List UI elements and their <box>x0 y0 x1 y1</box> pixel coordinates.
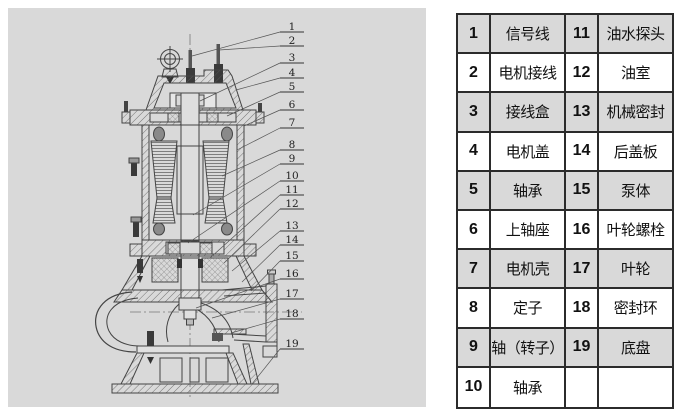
table-row: 5 轴承 15 泵体 <box>458 171 672 211</box>
part-number-cell: 19 <box>566 328 599 366</box>
callout-number-5: 5 <box>289 81 296 93</box>
part-number-cell: 17 <box>566 250 599 288</box>
part-name-cell: 底盘 <box>620 339 651 357</box>
part-name-cell: 叶轮 <box>620 261 651 279</box>
table-row: 9 轴（转子） 19 底盘 <box>458 328 672 368</box>
part-number-cell: 13 <box>566 93 599 131</box>
table-row: 10 轴承 <box>458 367 672 407</box>
part-name-cell: 电机盖 <box>491 132 566 170</box>
part-name-cell <box>599 368 672 407</box>
part-number-cell: 10 <box>458 367 491 407</box>
table-row: 6 上轴座 16 叶轮螺栓 <box>458 211 672 251</box>
part-number-cell: 9 <box>458 328 491 366</box>
part-number-cell: 6 <box>458 211 491 249</box>
part-number-cell: 12 <box>566 54 599 92</box>
callout-number-10: 10 <box>285 170 298 182</box>
part-name-cell: 电机接线 <box>491 54 566 92</box>
shaft-rotor <box>176 92 204 306</box>
parts-table: 1 信号线 11 油水探头 2 电机接线 12 油室 3 接线盒 13 机械密封… <box>456 13 674 409</box>
part-number-cell: 2 <box>458 54 491 92</box>
part-name-cell: 轴（转子） <box>491 328 566 366</box>
part-number-cell: 8 <box>458 289 491 327</box>
part-number-cell: 14 <box>566 132 599 170</box>
part-name-cell: 油室 <box>620 65 651 83</box>
seal-ring <box>213 328 247 335</box>
part-number-cell: 5 <box>458 171 491 209</box>
base-stand <box>111 331 279 394</box>
part-number-cell: 18 <box>566 289 599 327</box>
part-number-cell: 11 <box>566 15 599 53</box>
table-row: 7 电机壳 17 叶轮 <box>458 250 672 290</box>
part-number-cell <box>566 367 599 407</box>
callout-number-11: 11 <box>285 184 298 196</box>
part-name-cell: 轴承 <box>491 171 566 209</box>
callout-number-4: 4 <box>289 67 296 79</box>
callout-number-17: 17 <box>285 288 298 300</box>
callout-number-2: 2 <box>289 35 296 47</box>
table-row: 8 定子 18 密封环 <box>458 289 672 329</box>
callout-number-6: 6 <box>289 99 296 111</box>
part-name-cell: 接线盒 <box>491 93 566 131</box>
callout-number-18: 18 <box>285 308 298 320</box>
part-name-cell: 上轴座 <box>491 211 566 249</box>
callout-number-3: 3 <box>289 52 296 64</box>
callout-number-13: 13 <box>285 220 298 232</box>
part-name-cell: 信号线 <box>491 15 566 53</box>
part-name-cell: 泵体 <box>620 182 651 200</box>
table-row: 4 电机盖 14 后盖板 <box>458 132 672 172</box>
callout-number-7: 7 <box>289 117 296 129</box>
lower-bearing-seat <box>128 157 257 257</box>
callout-number-1: 1 <box>289 21 296 33</box>
part-name-cell: 定子 <box>491 289 566 327</box>
part-name-cell: 轴承 <box>491 367 566 407</box>
callout-number-14: 14 <box>285 234 299 246</box>
part-number-cell: 3 <box>458 93 491 131</box>
callout-number-12: 12 <box>285 198 298 210</box>
part-number-cell: 7 <box>458 250 491 288</box>
part-number-cell: 1 <box>458 15 491 53</box>
table-row: 1 信号线 11 油水探头 <box>458 15 672 55</box>
part-name-cell: 油水探头 <box>606 26 665 44</box>
callout-number-15: 15 <box>285 250 298 262</box>
stator-windings <box>150 126 233 236</box>
part-number-cell: 15 <box>566 171 599 209</box>
table-row: 3 接线盒 13 机械密封 <box>458 93 672 133</box>
part-name-cell: 密封环 <box>613 300 658 318</box>
callout-number-19: 19 <box>285 338 298 350</box>
part-name-cell: 电机壳 <box>491 250 566 288</box>
part-name-cell: 后盖板 <box>613 143 658 161</box>
callout-number-8: 8 <box>289 139 296 151</box>
callout-number-9: 9 <box>289 153 296 165</box>
part-name-cell: 机械密封 <box>606 104 665 122</box>
part-name-cell: 叶轮螺栓 <box>606 222 665 240</box>
impeller-and-bolt <box>165 297 202 343</box>
part-number-cell: 4 <box>458 132 491 170</box>
table-row: 2 电机接线 12 油室 <box>458 54 672 94</box>
callout-number-16: 16 <box>285 268 299 280</box>
part-number-cell: 16 <box>566 211 599 249</box>
oil-chamber-seal <box>121 255 263 291</box>
